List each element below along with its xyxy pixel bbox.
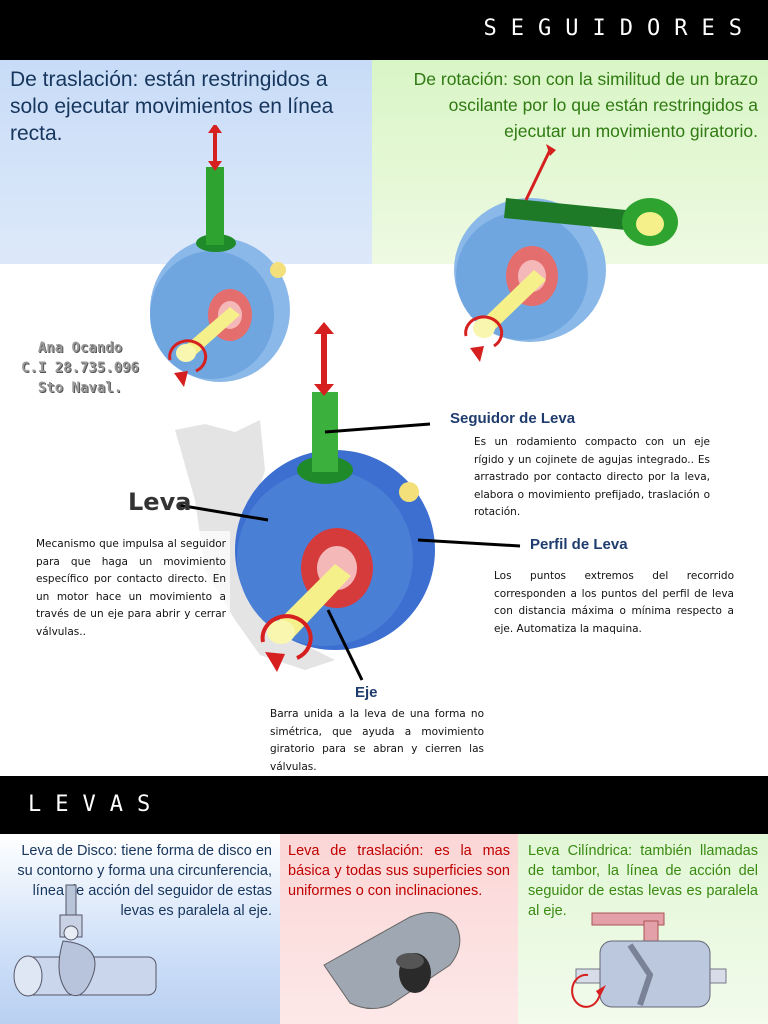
main-cam-illustration (175, 322, 435, 672)
follower-stem (206, 167, 224, 245)
traslacion-panel (0, 60, 372, 264)
swing-arrow-head (546, 144, 556, 156)
levas-header: LEVAS (0, 776, 768, 834)
eje-description: Barra unida a la leva de una forma no si… (270, 708, 484, 773)
author-credit: Ana Ocando C.I 28.735.096 Sto Naval. (20, 338, 140, 398)
shaft-end (13, 955, 43, 997)
cam-pin-top (396, 953, 424, 969)
rotation-arrow (464, 315, 504, 348)
background-shape (175, 420, 335, 670)
cam-groove (627, 943, 654, 1006)
disk-cam (58, 940, 96, 997)
rotation-arrow (168, 339, 208, 373)
cam-shaft (478, 270, 546, 334)
leva-cilindrica-text: Leva Cilíndrica: también llamadas de tam… (528, 843, 758, 919)
leva-traslacion-text: Leva de traslación: es la mas básica y t… (288, 843, 510, 899)
leva-label: Leva (128, 488, 192, 516)
author-id: C.I 28.735.096 (20, 360, 139, 376)
arm-pivot-shaft (636, 212, 664, 236)
perfil-title: Perfil de Leva (530, 536, 628, 553)
translation-cam-illustration (323, 912, 461, 1009)
follower-rod (65, 884, 77, 918)
cam-shaft (273, 564, 351, 640)
rotation-arrow (260, 614, 313, 660)
leva-disco-text: Leva de Disco: tiene forma de disco en s… (17, 843, 272, 919)
perfil-description: Los puntos extremos del recorrido corres… (494, 570, 734, 635)
leva-description-background (32, 531, 230, 631)
cam-roller (270, 262, 286, 278)
seguidor-callout-line (324, 422, 431, 434)
rotacion-text: De rotación: son con la similitud de un … (413, 69, 758, 141)
cylindrical-cam-illustration (571, 912, 727, 1008)
perfil-callout-line (417, 538, 521, 548)
traslacion-text: De traslación: están restringidos a solo… (10, 68, 334, 145)
cam-shaft-end (267, 620, 295, 644)
rotating-follower-illustration (454, 144, 678, 362)
leva-callout-line (177, 503, 269, 522)
cylinder-drum (599, 940, 711, 1008)
rotation-arrow-head (596, 985, 606, 997)
vertical-arrow-up (314, 322, 334, 334)
author-name: Ana Ocando (37, 340, 123, 356)
rotation-arrow-head (174, 371, 188, 387)
rotation-arrow-head (470, 346, 484, 362)
cam-shaft-end (176, 344, 196, 362)
rotation-arrow (571, 973, 602, 1008)
wedge-cam (323, 912, 461, 1009)
author-school: Sto Naval. (37, 380, 123, 396)
vertical-arrow-down (314, 384, 334, 396)
seguidores-header: SEGUIDORES (0, 0, 768, 60)
follower-roller (63, 925, 79, 941)
vertical-arrow-up (208, 125, 222, 133)
callout-lines (177, 422, 521, 681)
levas-title: LEVAS (28, 792, 165, 817)
leva-description: Mecanismo que impulsa al seguidor para q… (36, 538, 226, 638)
eje-title: Eje (355, 684, 378, 701)
cam-shaft-end (473, 318, 495, 338)
rotation-arrow-head (265, 652, 285, 672)
seguidor-description: Es un rodamiento compacto con un eje ríg… (474, 436, 710, 518)
oscillating-arm (504, 198, 646, 232)
translating-follower-illustration (150, 125, 290, 387)
disk-cam-illustration (13, 884, 157, 997)
seguidor-title: Seguidor de Leva (450, 410, 576, 427)
vertical-arrow-down (208, 161, 222, 171)
cam-roller (399, 482, 419, 502)
swing-arrow (524, 149, 552, 201)
eje-callout-line (326, 609, 364, 681)
cam-shaft (180, 307, 240, 358)
seguidores-title: SEGUIDORES (483, 16, 756, 41)
